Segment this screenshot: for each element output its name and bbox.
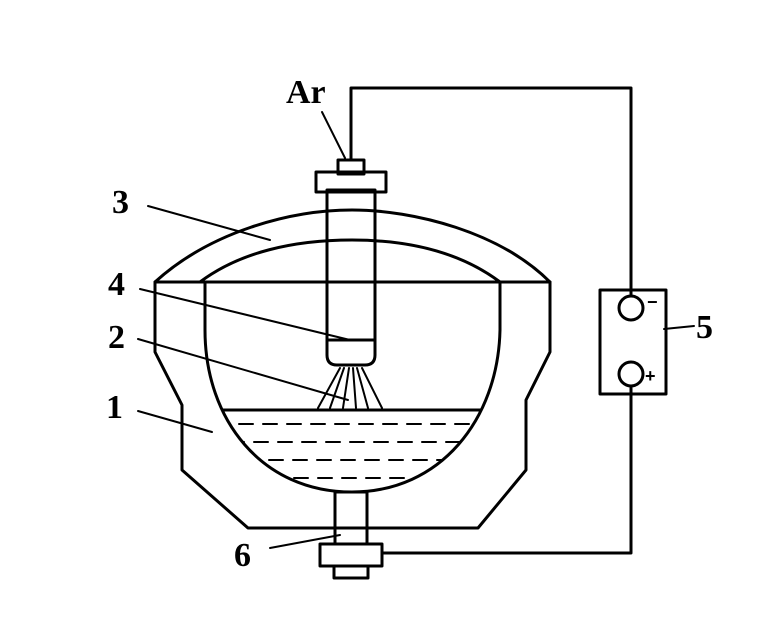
positive-sign: + <box>645 366 656 386</box>
furnace-cover <box>153 208 552 284</box>
circuit-wires <box>349 86 633 555</box>
label-power-5: 5 <box>696 309 713 346</box>
negative-terminal <box>617 294 645 322</box>
label-body-1: 1 <box>106 389 123 426</box>
positive-terminal <box>617 360 645 388</box>
label-bottom-electrode-6: 6 <box>234 537 251 574</box>
negative-sign: − <box>647 292 658 312</box>
leader-lines <box>137 111 695 549</box>
label-electrode-4: 4 <box>108 266 125 303</box>
label-cover-3: 3 <box>112 184 129 221</box>
arc <box>317 367 383 409</box>
bottom-electrode <box>318 490 384 580</box>
label-gas-ar: Ar <box>286 74 326 111</box>
label-arc-2: 2 <box>108 319 125 356</box>
melt-bath <box>205 408 500 479</box>
power-supply: − + <box>598 288 668 396</box>
